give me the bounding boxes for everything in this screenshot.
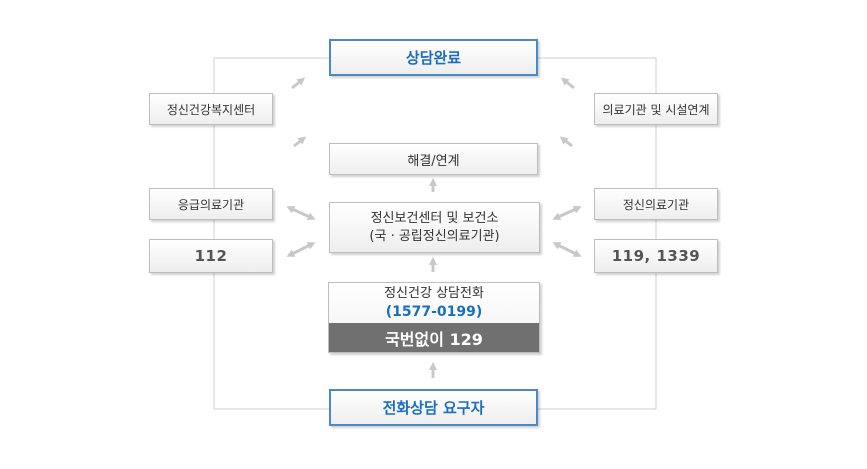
phone-consult-box: 정신건강 상담전화 (1577-0199) 국번없이 129 — [328, 282, 540, 353]
bidir-arrow-police — [286, 242, 316, 257]
outer-loop-right-line — [538, 57, 657, 410]
police-112-box: 112 — [149, 239, 273, 273]
emergency-medical-box: 응급의료기관 — [149, 188, 273, 220]
phone-consult-top: 정신건강 상담전화 (1577-0199) — [329, 283, 539, 323]
consult-complete-box: 상담완료 — [329, 39, 538, 76]
resolve-link-box: 해결/연계 — [329, 143, 538, 175]
bidir-arrow-fire — [552, 242, 582, 257]
phone-consult-number: (1577-0199) — [385, 304, 483, 320]
diag-arrow-left-1 — [291, 77, 306, 90]
phone-consult-title: 정신건강 상담전화 — [384, 286, 484, 301]
diag-arrow-right-1 — [560, 77, 575, 90]
phone-requester-box: 전화상담 요구자 — [329, 389, 538, 426]
diag-arrow-right-2 — [559, 136, 573, 148]
psychiatric-institution-box: 정신의료기관 — [594, 188, 718, 220]
mental-center-line1: 정신보건센터 및 보건소 — [370, 210, 499, 226]
bidir-arrow-emergency — [286, 206, 316, 220]
medical-facility-link-box: 의료기관 및 시설연계 — [594, 93, 718, 125]
diag-arrow-left-2 — [293, 136, 307, 148]
mental-center-line2: (국 · 공립정신의료기관) — [369, 228, 500, 244]
mental-health-center-box: 정신보건센터 및 보건소 (국 · 공립정신의료기관) — [329, 202, 540, 253]
bidir-arrow-psychiatric — [552, 206, 582, 220]
outer-loop-left-line — [213, 57, 329, 410]
welfare-center-box: 정신건강복지센터 — [149, 93, 273, 125]
hotline-band: 국번없이 129 — [329, 323, 539, 352]
fire-emergency-box: 119, 1339 — [594, 239, 718, 273]
